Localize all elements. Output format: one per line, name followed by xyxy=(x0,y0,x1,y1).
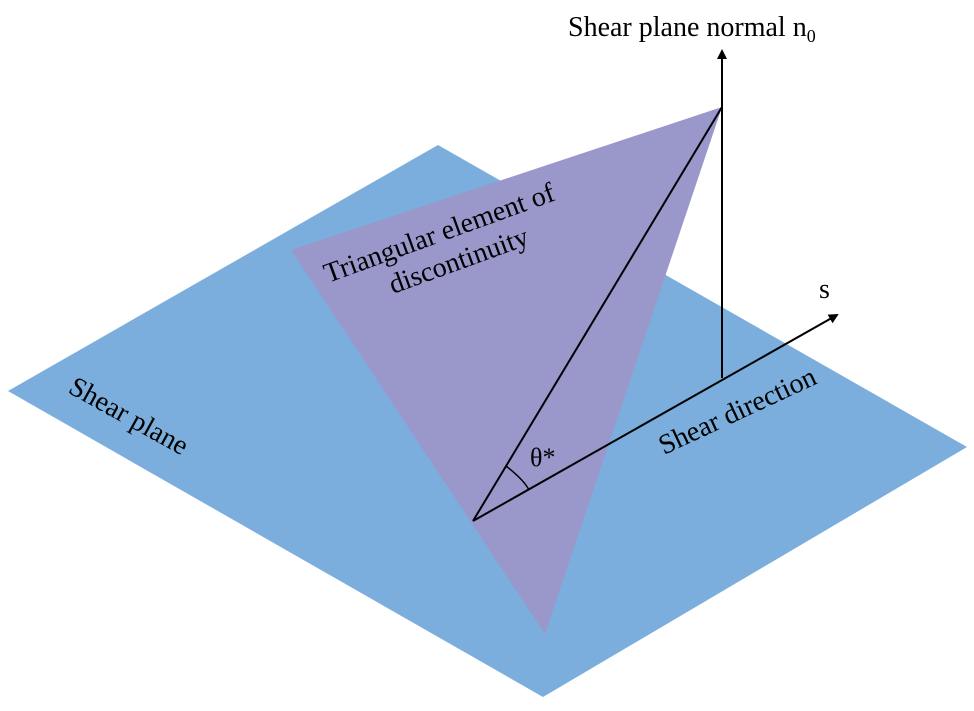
triangle-edge-line xyxy=(472,106,723,522)
shear-direction-arrow xyxy=(472,314,839,522)
normal-label: Shear plane normal n0 xyxy=(568,12,816,46)
theta-label: θ* xyxy=(530,443,555,472)
theta-angle-arc xyxy=(505,465,530,491)
normal-label-subscript: 0 xyxy=(807,26,816,46)
triangular-element xyxy=(291,107,722,634)
s-label: s xyxy=(819,274,830,305)
normal-label-text: Shear plane normal n xyxy=(568,12,807,43)
